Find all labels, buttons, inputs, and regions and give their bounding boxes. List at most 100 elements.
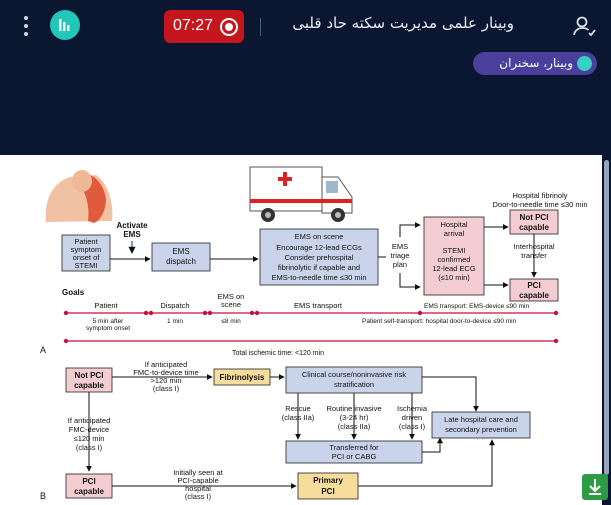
svg-text:Clinical course/noninvasive ri: Clinical course/noninvasive risk [302, 370, 406, 379]
svg-text:PCI or CABG: PCI or CABG [332, 452, 377, 461]
webinar-title: وبینار علمی مدیریت سکته حاد قلبی [292, 14, 514, 32]
svg-text:Door-to-needle time ≤30 min: Door-to-needle time ≤30 min [493, 200, 588, 209]
transferred-text: Transferred for PCI or CABG [329, 443, 379, 461]
svg-text:(3-24 hr): (3-24 hr) [340, 413, 369, 422]
ems-on-scene-box [259, 228, 379, 286]
svg-text:Transferred for: Transferred for [329, 443, 379, 452]
svg-text:(class IIa): (class IIa) [338, 422, 371, 431]
interhospital-transfer-text: Interhospital transfer [514, 242, 555, 260]
svg-text:12-lead ECG: 12-lead ECG [432, 264, 476, 273]
activate-ems-label: Activate EMS [116, 221, 148, 239]
svg-text:symptom onset: symptom onset [86, 325, 130, 332]
svg-text:scene: scene [221, 300, 241, 309]
svg-text:fibrinolytic if capable and: fibrinolytic if capable and [278, 263, 360, 272]
goals-label: Goals [62, 288, 85, 297]
svg-text:Late hospital care and: Late hospital care and [444, 415, 518, 424]
svg-text:Primary: Primary [313, 476, 343, 485]
svg-text:EMS on scene: EMS on scene [295, 232, 344, 241]
stemi-flow-diagram: Activate EMS Patient symptom onset of ST… [40, 166, 588, 501]
svg-text:triage: triage [391, 251, 410, 260]
svg-text:5 min after: 5 min after [93, 318, 125, 325]
svg-text:Initially seen at: Initially seen at [173, 468, 224, 477]
svg-text:EMS: EMS [392, 242, 408, 251]
svg-text:Interhospital: Interhospital [514, 242, 555, 251]
svg-text:(≤10 min): (≤10 min) [438, 273, 470, 282]
svg-text:(class I): (class I) [76, 443, 103, 452]
scrollbar-thumb[interactable] [604, 160, 609, 475]
svg-text:secondary prevention: secondary prevention [445, 425, 517, 434]
svg-text:EMS on: EMS on [218, 292, 245, 301]
svg-text:(class I): (class I) [153, 384, 180, 393]
svg-text:hospital: hospital [185, 484, 211, 493]
svg-text:Consider prehospital: Consider prehospital [285, 253, 354, 262]
more-options-icon[interactable] [22, 16, 30, 38]
svg-text:EMS: EMS [172, 247, 189, 256]
pci-capable-b-text: PCI capable [74, 477, 104, 496]
not-pci-capable-b-text: Not PCI capable [74, 371, 104, 390]
svg-text:1 min: 1 min [167, 318, 183, 325]
svg-text:PCI-capable: PCI-capable [177, 476, 218, 485]
svg-text:≤120 min: ≤120 min [74, 434, 105, 443]
ischemia-driven-text: Ischemia driven (class I) [397, 404, 428, 431]
svg-text:PCI: PCI [82, 477, 95, 486]
audio-bars-icon [59, 19, 70, 31]
rescue-text: Rescue (class IIa) [282, 404, 315, 422]
clinical-course-box [285, 366, 423, 394]
svg-text:Patient: Patient [94, 301, 118, 310]
person-icon[interactable] [572, 14, 596, 38]
svg-text:Rescue: Rescue [285, 404, 310, 413]
total-ischemic-time: Total ischemic time: <120 min [232, 350, 324, 357]
svg-text:arrival: arrival [444, 229, 465, 238]
record-icon [220, 18, 238, 36]
recording-indicator[interactable]: 07:27 [164, 10, 244, 43]
self-transport-goal: Patient self-transport: hospital door-to… [362, 318, 517, 325]
svg-text:onset of: onset of [73, 253, 101, 262]
fibrinolysis-text: Fibrinolysis [220, 373, 265, 382]
svg-text:Hospital fibrinoly: Hospital fibrinoly [512, 191, 567, 200]
svg-text:Patient: Patient [74, 237, 98, 246]
timeline-markers [63, 310, 559, 316]
svg-text:PCI: PCI [527, 281, 540, 290]
timeline-labels: Patient Dispatch EMS on scene EMS transp… [86, 292, 343, 332]
speaker-chip-label: وبینار، سخنران [499, 56, 573, 70]
download-button[interactable] [582, 474, 608, 500]
late-hospital-care-text: Late hospital care and secondary prevent… [444, 415, 518, 434]
svg-text:PCI: PCI [321, 487, 334, 496]
svg-text:capable: capable [74, 381, 104, 390]
download-icon [589, 479, 601, 495]
shared-slide: Activate EMS Patient symptom onset of ST… [0, 155, 602, 505]
speaker-chip[interactable]: وبینار، سخنران [473, 52, 597, 75]
not-pci-capable-b-box [65, 367, 113, 393]
svg-text:Not PCI: Not PCI [520, 213, 549, 222]
svg-text:capable: capable [519, 223, 549, 232]
divider [260, 18, 261, 36]
svg-text:Not PCI: Not PCI [75, 371, 104, 380]
hospital-fibrinolysis-text: Hospital fibrinoly Door-to-needle time ≤… [493, 191, 588, 209]
pci-capable-top-box [509, 278, 559, 302]
ambulance-illustration [249, 166, 353, 222]
ems-triage-text: EMS triage plan [391, 242, 410, 269]
svg-text:stratification: stratification [334, 380, 374, 389]
ems-dispatch-text: EMS dispatch [166, 247, 196, 266]
recording-time: 07:27 [173, 17, 214, 34]
top-bar: 07:27 وبینار علمی مدیریت سکته حاد قلبی و… [0, 0, 611, 155]
not-pci-capable-top-text: Not PCI capable [519, 213, 549, 232]
svg-text:Ischemia: Ischemia [397, 404, 428, 413]
primary-pci-text: Primary PCI [313, 476, 343, 496]
pci-capable-top-text: PCI capable [519, 281, 549, 300]
svg-text:STEMI: STEMI [443, 246, 466, 255]
svg-text:(class I): (class I) [185, 492, 212, 501]
initially-seen-text: Initially seen at PCI-capable hospital (… [173, 468, 224, 501]
svg-text:STEMI: STEMI [75, 261, 98, 270]
svg-text:capable: capable [74, 487, 104, 496]
svg-text:Routine invasive: Routine invasive [326, 404, 381, 413]
ems-dispatch-box [151, 242, 211, 272]
clinical-course-text: Clinical course/noninvasive risk stratif… [302, 370, 406, 389]
svg-text:symptom: symptom [71, 245, 101, 254]
svg-text:EMS: EMS [123, 230, 141, 239]
svg-text:(class IIa): (class IIa) [282, 413, 315, 422]
svg-text:If anticipated: If anticipated [68, 416, 111, 425]
svg-text:Encourage 12-lead ECGs: Encourage 12-lead ECGs [276, 243, 362, 252]
svg-text:(class I): (class I) [399, 422, 426, 431]
svg-text:If anticipated: If anticipated [145, 360, 188, 369]
